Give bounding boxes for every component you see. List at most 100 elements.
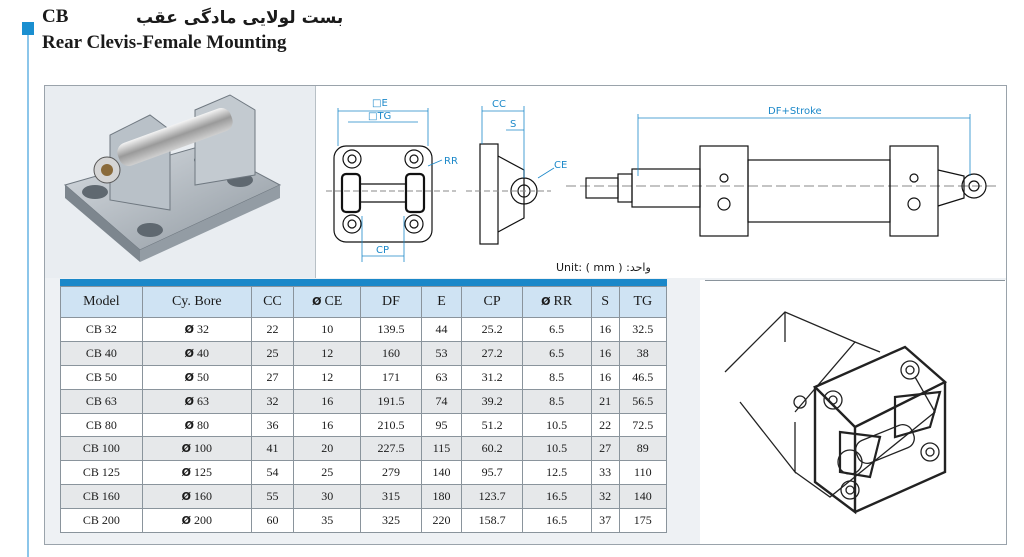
- cell-value: 16: [599, 345, 612, 360]
- cell-value: 32: [196, 321, 209, 336]
- table-cell: 53: [420, 340, 463, 366]
- table-cell: 95: [420, 412, 463, 438]
- table-cell: 32: [250, 388, 295, 414]
- table-cell: 30: [293, 484, 362, 510]
- cell-value: 12.5: [546, 465, 568, 480]
- table-cell: 16: [590, 340, 620, 366]
- diameter-symbol: Ø: [181, 514, 191, 528]
- cell-value: 25.2: [481, 321, 503, 336]
- table-cell: 175: [618, 508, 668, 534]
- table-cell: 160: [360, 340, 422, 366]
- column-header-label: E: [437, 294, 446, 309]
- cell-value: 41: [266, 441, 279, 456]
- dim-label-s: S: [510, 119, 516, 130]
- cell-value: 10.5: [546, 417, 568, 432]
- diameter-symbol: Ø: [541, 295, 551, 308]
- table-cell: 10.5: [521, 412, 592, 438]
- cell-value: 32.5: [632, 321, 654, 336]
- table-cell: 27: [590, 436, 620, 462]
- table-cell: 25.2: [461, 317, 523, 342]
- table-cell: 16.5: [521, 508, 592, 534]
- table-cell: 158.7: [461, 508, 523, 534]
- cell-value: 32: [599, 489, 612, 504]
- cell-value: 56.5: [632, 393, 654, 408]
- isometric-view: [724, 311, 948, 515]
- table-cell: 139.5: [360, 317, 422, 342]
- table-cell: 315: [360, 484, 422, 510]
- cell-value: 50: [196, 369, 209, 384]
- cell-value: 171: [381, 369, 400, 384]
- cell-value: 21: [599, 393, 612, 408]
- cell-value: 27: [599, 441, 612, 456]
- dim-label-cp: CP: [376, 245, 389, 256]
- cell-value: 95.7: [481, 465, 503, 480]
- column-header: Cy. Bore: [141, 286, 252, 318]
- isometric-panel: [700, 280, 1006, 544]
- diameter-symbol: Ø: [184, 346, 194, 360]
- cell-value: 10.5: [546, 441, 568, 456]
- table-cell: 12.5: [521, 460, 592, 486]
- cell-value: 27.2: [481, 345, 503, 360]
- cell-value: 325: [381, 513, 400, 528]
- diameter-symbol: Ø: [184, 370, 194, 384]
- diameter-symbol: Ø: [184, 322, 194, 336]
- table-cell: 20: [293, 436, 362, 462]
- table-cell: 10.5: [521, 436, 592, 462]
- cell-value: 16: [321, 393, 334, 408]
- dim-label-ce: CE: [554, 160, 567, 171]
- cell-value: 200: [193, 513, 212, 528]
- cell-value: CB 200: [82, 513, 120, 528]
- table-cell: 33: [590, 460, 620, 486]
- dim-label-tg: □TG: [368, 111, 391, 122]
- cell-value: 191.5: [377, 393, 405, 408]
- cell-value: 22: [599, 417, 612, 432]
- clevis-photo: [63, 94, 282, 262]
- cell-value: CB 100: [82, 441, 120, 456]
- cell-value: 63: [435, 369, 448, 384]
- table-cell: CB 125: [60, 460, 143, 486]
- cell-value: 22: [266, 321, 279, 336]
- cell-value: 115: [432, 441, 451, 456]
- table-cell: 220: [420, 508, 463, 534]
- title-persian: بست لولایی مادگی عقب: [136, 8, 344, 28]
- table-cell: 21: [590, 388, 620, 414]
- column-header: CC: [250, 286, 295, 318]
- table-cell: CB 100: [60, 436, 143, 462]
- cell-value: CB 32: [85, 321, 117, 336]
- vertical-separator: [315, 86, 316, 278]
- column-header-label: S: [601, 294, 609, 309]
- table-cell: 63: [420, 364, 463, 390]
- cell-value: 39.2: [481, 393, 503, 408]
- table-cell: CB 160: [60, 484, 143, 510]
- unit-label: Unit: ( mm ) :واحد: [556, 261, 651, 274]
- table-cell: 279: [360, 460, 422, 486]
- table-cell: 140: [420, 460, 463, 486]
- cell-value: 46.5: [632, 369, 654, 384]
- table-cell: 38: [618, 340, 668, 366]
- table-cell: 16: [590, 364, 620, 390]
- cell-value: 36: [266, 417, 279, 432]
- diameter-symbol: Ø: [181, 490, 191, 504]
- cell-value: 6.5: [549, 321, 565, 336]
- panel-separator: [705, 280, 1005, 281]
- cell-value: CB 80: [85, 417, 117, 432]
- table-cell: 8.5: [521, 364, 592, 390]
- column-header: DF: [360, 286, 422, 318]
- table-cell: 46.5: [618, 364, 668, 390]
- table-cell: 56.5: [618, 388, 668, 414]
- cell-value: 279: [381, 465, 400, 480]
- table-cell: 16: [293, 388, 362, 414]
- cell-value: 315: [381, 489, 400, 504]
- table-cell: 210.5: [360, 412, 422, 438]
